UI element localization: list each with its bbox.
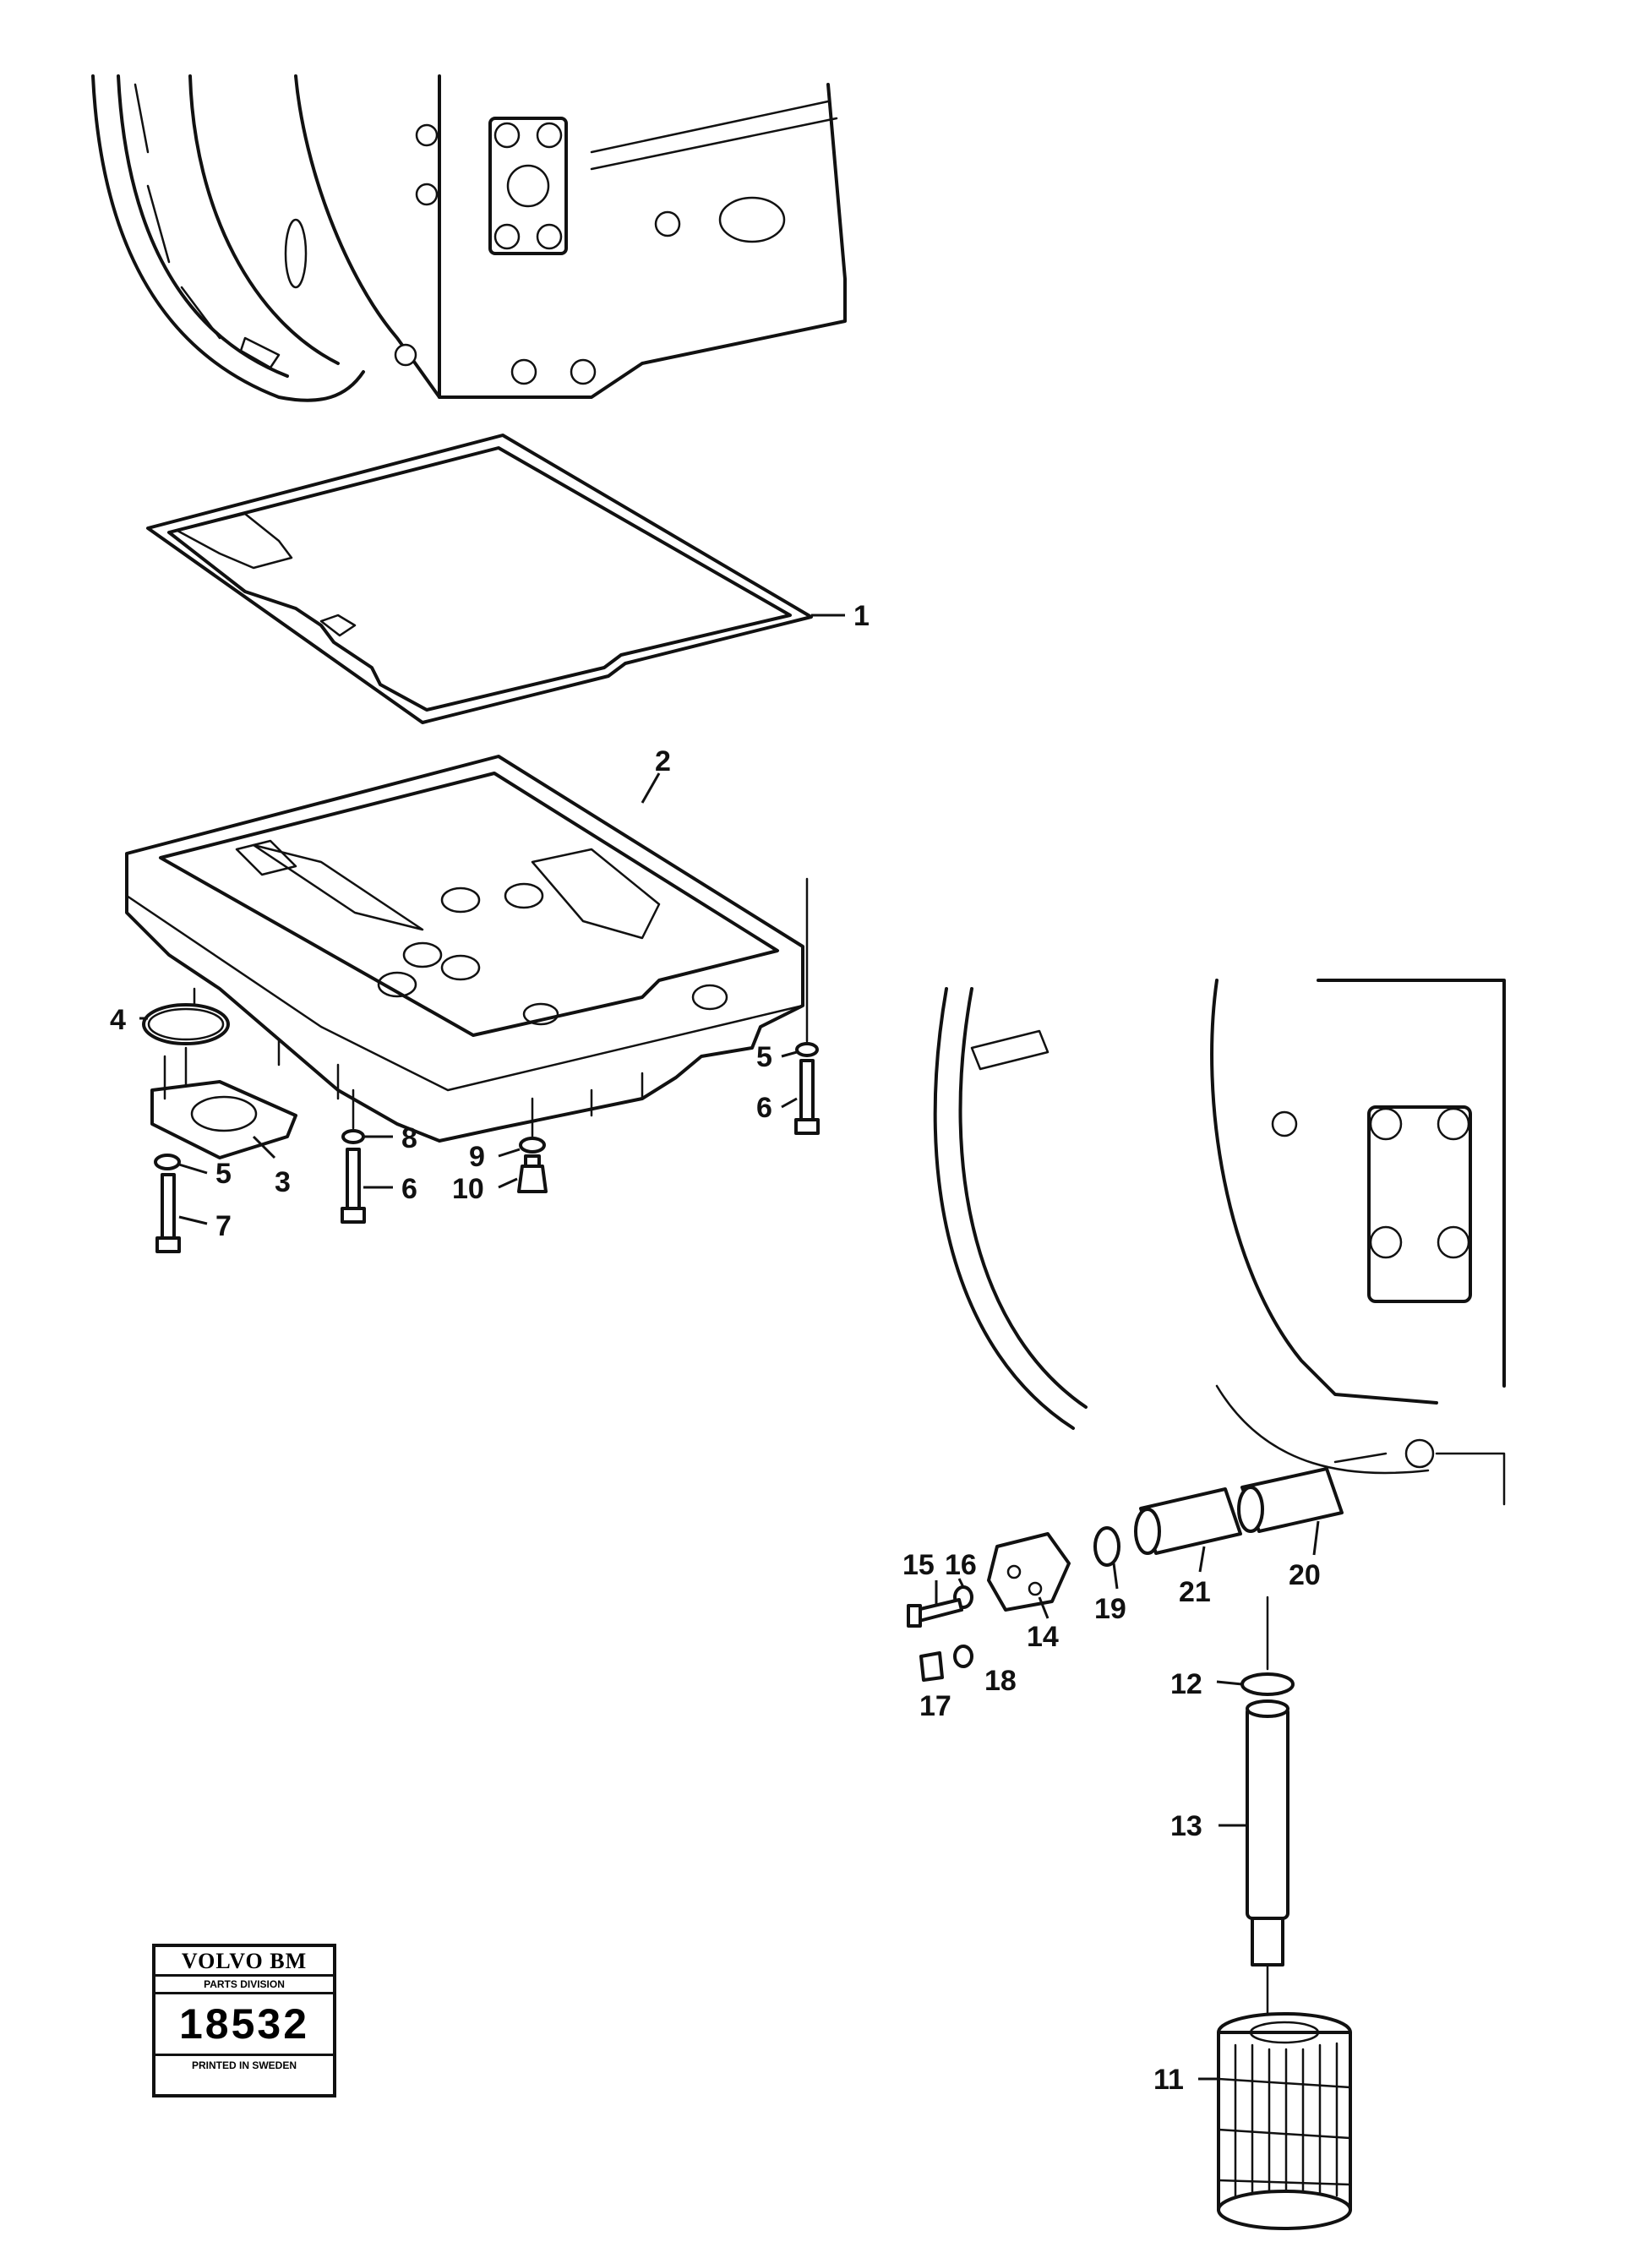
callout-13: 13 (1170, 1810, 1202, 1842)
oil-sump (125, 755, 804, 1143)
callout-18: 18 (984, 1665, 1017, 1697)
cover-3 (150, 1080, 297, 1159)
parts-division-stamp: VOLVO BM PARTS DIVISION 18532 PRINTED IN… (152, 1944, 336, 2097)
stamp-brand: VOLVO BM (155, 1947, 333, 1977)
stamp-printed-in: PRINTED IN SWEDEN (191, 2059, 297, 2071)
o-ring-4 (142, 1003, 230, 1045)
callout-6-right: 6 (756, 1092, 772, 1124)
o-ring-12 (1240, 1672, 1295, 1696)
washer-18 (953, 1645, 973, 1668)
sump-fasteners (142, 877, 820, 1253)
stamp-division: PARTS DIVISION (155, 1977, 333, 1994)
callout-1: 1 (853, 600, 870, 632)
flange-14 (987, 1532, 1071, 1612)
gasket (146, 434, 813, 724)
callout-4: 4 (110, 1004, 126, 1036)
callout-6-middle: 6 (401, 1173, 417, 1205)
washer-9 (519, 1137, 546, 1154)
leader-lines (139, 614, 1320, 2081)
drain-plug-10 (517, 1165, 548, 1193)
callout-20: 20 (1289, 1559, 1321, 1591)
bolt-6-middle (346, 1148, 361, 1210)
callout-19: 19 (1094, 1593, 1126, 1625)
callout-3: 3 (275, 1166, 291, 1198)
bolt-15 (915, 1598, 963, 1623)
o-ring-19 (1093, 1526, 1120, 1567)
callout-21: 21 (1179, 1576, 1211, 1608)
callout-2: 2 (655, 745, 671, 777)
filter-assembly (907, 1452, 1388, 2230)
suction-pipe-13 (1246, 1705, 1289, 1920)
callout-15: 15 (902, 1549, 935, 1581)
callout-12: 12 (1170, 1668, 1202, 1700)
callout-5-left: 5 (215, 1158, 232, 1190)
transmission-housing-top (91, 74, 847, 402)
callout-9: 9 (469, 1141, 485, 1173)
plug-17 (919, 1651, 944, 1682)
washer-8 (341, 1129, 365, 1144)
callout-17: 17 (919, 1690, 951, 1722)
transmission-housing-right (933, 979, 1506, 1506)
callout-8: 8 (401, 1122, 417, 1154)
callout-labels: 1 2 3 4 5 5 6 6 7 8 9 10 11 12 13 14 15 … (110, 600, 1321, 2096)
callout-7: 7 (215, 1210, 232, 1242)
callout-10: 10 (452, 1173, 484, 1205)
callout-5-right: 5 (756, 1041, 772, 1073)
bolt-6-right (799, 1059, 815, 1121)
stamp-illustration-number: 18532 (155, 1994, 333, 2056)
washer-5-right (795, 1042, 819, 1057)
callout-11: 11 (1153, 2064, 1184, 2096)
washer-5-left (154, 1154, 181, 1170)
bolt-7 (161, 1173, 176, 1240)
callout-14: 14 (1027, 1621, 1059, 1653)
callout-16: 16 (945, 1549, 977, 1581)
